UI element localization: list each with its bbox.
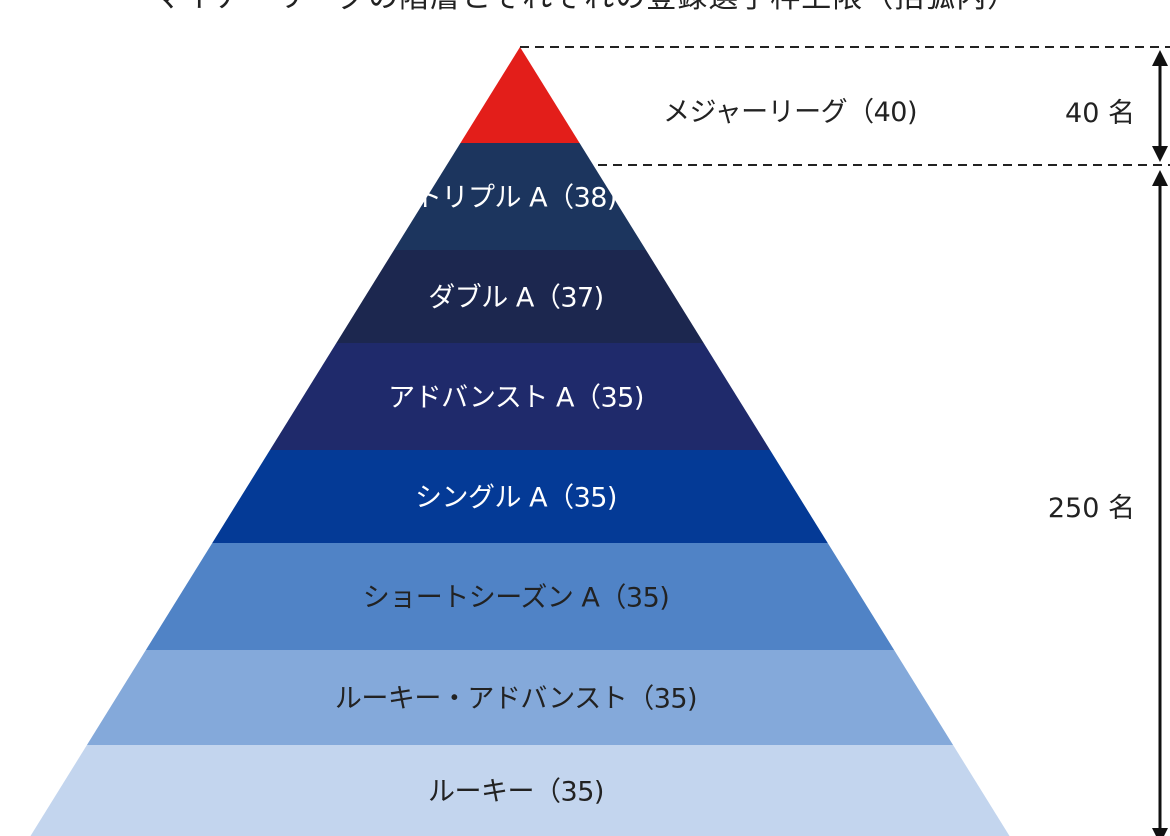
tier-advanced-a: [269, 343, 771, 450]
tier-major-league: [460, 47, 580, 143]
tier-rookie: [30, 745, 1010, 836]
tier-triple-a: [394, 143, 646, 250]
minor-bracket-arrow-top: [1152, 170, 1168, 186]
tier-label-rookie-advanced: ルーキー・アドバンスト（35): [335, 684, 697, 715]
major-count-label: 40 名: [1065, 98, 1135, 129]
minor-count-label: 250 名: [1048, 493, 1135, 524]
tier-label-single-a: シングル A（35): [415, 483, 617, 514]
tier-label-advanced-a: アドバンスト A（35): [388, 383, 644, 414]
tier-single-a: [212, 450, 828, 543]
minor-bracket-arrow-bottom: [1152, 828, 1168, 836]
tier-label-triple-a: トリプル A（38): [415, 183, 617, 214]
tier-short-season-a: [145, 543, 895, 650]
tier-label-major-league: メジャーリーグ（40): [663, 97, 917, 128]
major-bracket-arrow-bottom: [1152, 146, 1168, 162]
major-bracket-arrow-top: [1152, 50, 1168, 66]
tier-double-a: [336, 250, 704, 343]
tier-label-short-season-a: ショートシーズン A（35): [363, 583, 670, 614]
diagram-title: マイナーリーグの階層とそれぞれの登録選手枠上限（括弧内）: [0, 0, 1170, 16]
tiers-group: メジャーリーグ（40) トリプル A（38) ダブル A（37) アドバンスト A（3…: [30, 47, 1010, 836]
tier-label-double-a: ダブル A（37): [428, 283, 603, 314]
tier-label-rookie: ルーキー（35): [428, 777, 604, 808]
tier-rookie-advanced: [86, 650, 954, 745]
